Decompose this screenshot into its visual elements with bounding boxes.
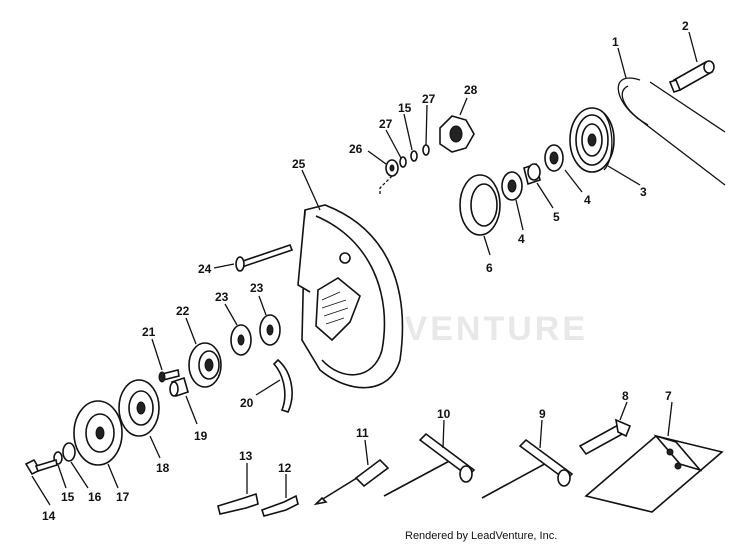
hex-key-12-part[interactable] [260,494,299,517]
render-credit: Rendered by LeadVenture, Inc. [405,530,558,542]
callout-8: 8 [622,389,629,403]
washer-16-part[interactable] [62,442,76,462]
callout-11: 11 [356,426,369,440]
callout-22: 22 [176,304,190,318]
callout-28: 28 [464,83,478,97]
callout-20: 20 [240,396,254,410]
callout-17: 17 [116,490,130,504]
bearing-lower-part[interactable] [501,171,523,201]
callout-9: 9 [539,407,546,421]
blade-strip-part[interactable] [272,358,293,413]
bushing-part[interactable] [169,376,189,398]
callout-1: 1 [612,35,619,49]
washer-27-left-part[interactable] [399,156,407,168]
callout-24: 24 [198,262,212,276]
callout-23-left: 23 [215,290,229,304]
hex-bolt-part[interactable] [24,458,58,476]
blade-part[interactable] [584,434,724,513]
callout-19: 19 [194,429,208,443]
callout-5: 5 [553,210,560,224]
belt-part[interactable] [617,77,726,186]
spacer-part[interactable] [523,162,541,186]
callout-16: 16 [88,490,102,504]
t-wrench-10-part[interactable] [383,432,476,497]
large-disc-part[interactable] [73,400,123,466]
hub-part[interactable] [188,342,222,388]
shield-housing-part[interactable] [297,204,404,389]
callout-25: 25 [292,157,306,171]
callout-15-lower: 15 [61,490,75,504]
callout-27-right: 27 [422,92,436,106]
shaft-part[interactable] [668,60,715,93]
callout-4-upper: 4 [584,193,591,207]
small-bolt-part[interactable] [158,369,180,383]
open-wrench-part[interactable] [578,418,632,456]
callout-26: 26 [349,142,363,156]
callout-4-lower: 4 [518,232,525,246]
screwdriver-part[interactable] [313,458,390,506]
callout-3: 3 [640,185,647,199]
washer-15-upper-part[interactable] [410,150,418,162]
callout-23-right: 23 [250,281,264,295]
callout-7: 7 [665,389,672,403]
callout-15-upper: 15 [398,101,412,115]
large-washer-part[interactable] [459,174,501,236]
callout-21: 21 [142,325,156,339]
washer-27-right-part[interactable] [422,144,430,156]
callout-12: 12 [278,461,292,475]
washer-26-part[interactable] [385,159,399,177]
plate-23-right-part[interactable] [259,314,281,346]
callout-13: 13 [239,449,253,463]
pulley-part[interactable] [569,107,615,173]
callout-10: 10 [437,407,451,421]
callout-6: 6 [486,261,493,275]
knob-part[interactable] [439,115,475,153]
bearing-upper-part[interactable] [544,144,564,172]
t-wrench-9-part[interactable] [481,438,574,499]
long-bolt-part[interactable] [235,243,294,272]
pulley-plate-part[interactable] [118,379,160,437]
hex-key-13-part[interactable] [217,492,259,515]
callout-14: 14 [42,509,56,523]
callout-18: 18 [156,461,170,475]
plate-23-left-part[interactable] [230,324,252,356]
callout-27-left: 27 [379,117,393,131]
callout-2: 2 [682,19,689,33]
